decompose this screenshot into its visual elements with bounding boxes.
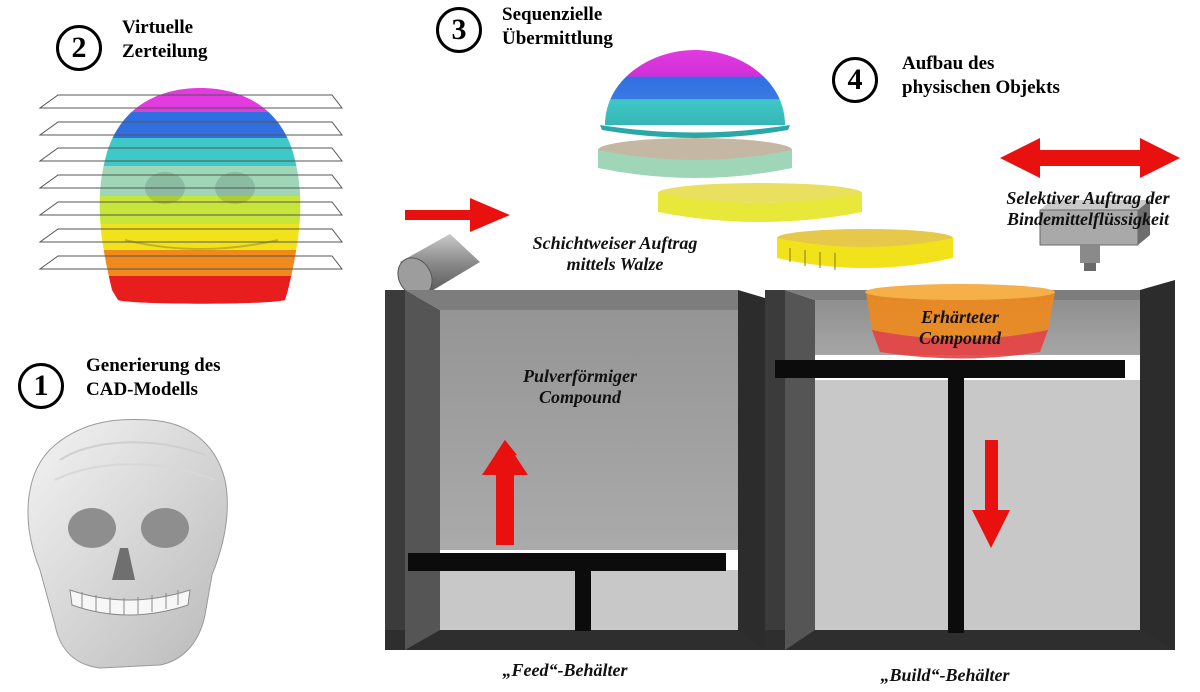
roller-caption-line2: mittels Walze [566,254,664,274]
cad-skull-model [27,418,228,669]
hardened-caption-line2: Compound [918,328,1002,348]
roller-caption-line1: Schichtweiser Auftrag [532,233,698,253]
step-4-label-line2: physischen Objekts [902,77,1060,98]
step-1-label-line2: CAD-Modells [86,379,198,400]
slice-yellow-green [658,183,862,222]
printhead-caption-line1: Selektiver Auftrag der [1006,188,1170,208]
step-1-number: 1 [18,363,64,409]
powder-caption-line1: Pulverförmiger [523,366,637,386]
roller-arrow [405,198,510,232]
step-1-label-line1: Generierung des [86,355,221,376]
build-container-label: „Build“-Behälter [880,665,1010,685]
step-2-label-line2: Zerteilung [122,41,208,62]
powder-caption-line2: Compound [538,387,622,407]
horizontal-arrow-printhead [1000,138,1180,178]
slice-mint [598,138,792,178]
binder-printhead [1039,200,1150,271]
step-4-number: 4 [832,57,878,103]
step-3-number: 3 [436,7,482,53]
step-3-label-line1: Sequenzielle [502,4,603,25]
printhead-caption-line2: Bindemittelflüssigkeit [1006,209,1169,229]
hardened-caption-line1: Erhärteter [920,307,999,327]
slice-yellow [777,229,953,270]
hardened-object [865,284,1055,359]
feed-container-label: „Feed“-Behälter [502,660,628,680]
sliced-skull-model [38,88,344,304]
feed-container [385,290,765,650]
transferred-slices [598,50,953,270]
step-2-number: 2 [56,25,102,71]
step-2-label-line1: Virtuelle [122,17,194,38]
step-3-label-line2: Übermittlung [502,28,613,49]
step-4-label-line1: Aufbau des [902,53,995,74]
